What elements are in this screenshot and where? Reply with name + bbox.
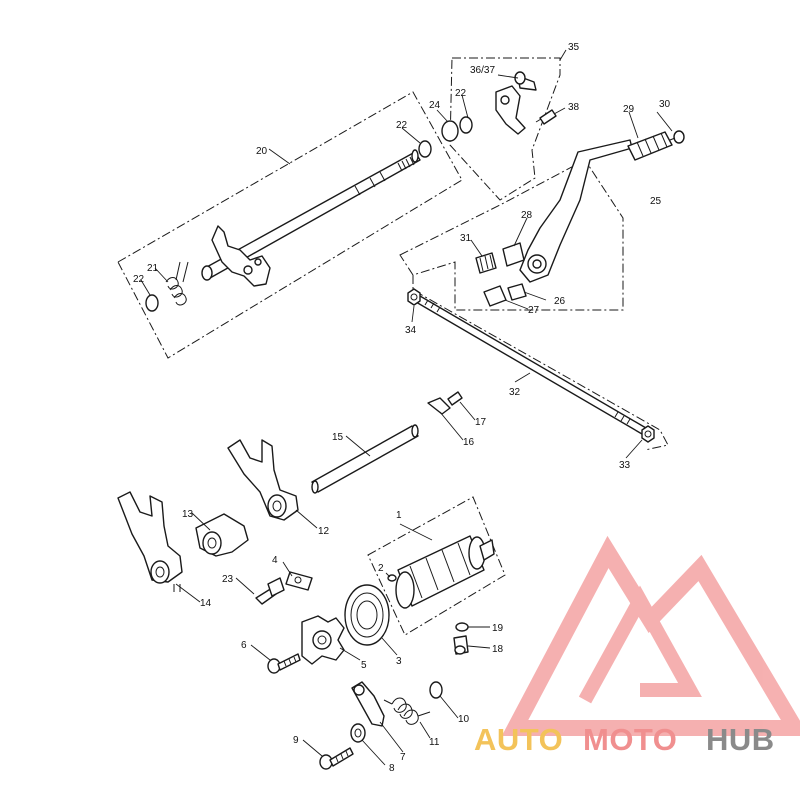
part-3-bearing	[344, 584, 390, 646]
callout-3: 3	[396, 656, 402, 667]
callout-27: 27	[528, 305, 540, 316]
callout-4: 4	[272, 555, 278, 566]
callout-18: 18	[492, 644, 504, 655]
callout-12: 12	[318, 526, 330, 537]
part-15-fork-rod	[311, 424, 419, 494]
part-8-washer	[350, 723, 366, 743]
part-21-spring	[165, 261, 189, 306]
brand-moto: MOTO	[583, 722, 677, 757]
group-outline-selector-shaft	[117, 91, 463, 359]
part-26-pin	[507, 283, 527, 301]
leader-lines	[140, 49, 673, 766]
callout-24: 24	[429, 100, 441, 111]
callout-36-37: 36/37	[470, 65, 495, 76]
callout-20: 20	[256, 146, 268, 157]
group-outline-pedal	[399, 159, 624, 311]
group-outline-linkage	[412, 275, 669, 451]
part-4-plate	[285, 571, 313, 591]
part-12-selector-fork	[227, 439, 299, 521]
part-17-screw	[447, 391, 463, 406]
part-1-selector-drum	[395, 535, 495, 609]
part-22-circlip-right	[418, 140, 432, 158]
callout-35: 35	[568, 42, 580, 53]
watermark-logo	[501, 535, 800, 736]
callout-22-arm: 22	[455, 88, 467, 99]
callout-33: 33	[619, 460, 631, 471]
part-27-bolt	[483, 285, 507, 307]
part-14-selector-fork	[117, 491, 183, 592]
part-34-nut	[407, 288, 421, 306]
callout-21: 21	[147, 263, 159, 274]
part-3637-pivot-pin	[514, 71, 537, 91]
callout-8: 8	[389, 763, 395, 774]
callout-9: 9	[293, 735, 299, 746]
part-22-circlip-arm	[459, 116, 473, 134]
callout-30: 30	[659, 99, 671, 110]
callout-2: 2	[378, 563, 384, 574]
callout-28: 28	[521, 210, 533, 221]
part-30-screw	[669, 130, 685, 144]
part-31-bush	[475, 252, 497, 274]
callout-19: 19	[492, 623, 504, 634]
part-32-linkage-rod	[415, 295, 647, 435]
callout-22-left: 22	[133, 274, 145, 285]
part-38-bolt	[535, 109, 557, 125]
part-5-detent-cam	[301, 615, 345, 665]
part-13-selector-fork	[195, 513, 249, 557]
callout-1: 1	[396, 510, 402, 521]
callout-25: 25	[650, 196, 662, 207]
callout-22-shaft: 22	[396, 120, 408, 131]
callout-31: 31	[460, 233, 472, 244]
part-6-bolt	[267, 653, 301, 674]
callout-34: 34	[405, 325, 417, 336]
part-20-selector-shaft	[201, 149, 421, 287]
part-10-washer	[429, 681, 443, 699]
part-33-nut	[641, 425, 655, 443]
callout-32: 32	[509, 387, 521, 398]
callout-26: 26	[554, 296, 566, 307]
callout-13: 13	[182, 509, 194, 520]
part-23-stud	[255, 577, 285, 605]
callout-29: 29	[623, 104, 635, 115]
part-25-gear-pedal	[519, 139, 633, 283]
part-9-bolt	[319, 747, 354, 770]
watermark-brand: AUTO MOTO HUB	[474, 722, 775, 757]
part-22-circlip-left	[145, 294, 159, 312]
callout-17: 17	[475, 417, 487, 428]
part-11-spring	[383, 697, 431, 725]
part-7-detent-arm	[351, 681, 385, 727]
callout-labels: 1 2 3 4 5 6 7 8 9 10 11 12 13 14 15 16 1…	[133, 42, 671, 774]
part-19-washer	[455, 622, 469, 632]
brand-hub: HUB	[706, 722, 775, 757]
group-outline-drum	[367, 496, 506, 636]
part-18-bolt	[453, 635, 469, 655]
callout-10: 10	[458, 714, 470, 725]
part-28-bush	[502, 242, 525, 267]
part-16-clip	[427, 397, 451, 415]
callout-14: 14	[200, 598, 212, 609]
part-35-shift-arm	[495, 85, 526, 135]
callout-15: 15	[332, 432, 344, 443]
callout-7: 7	[400, 752, 406, 763]
part-29-rubber	[627, 131, 673, 161]
callout-11: 11	[429, 737, 440, 748]
logo-inner-mark	[578, 585, 702, 704]
callout-6: 6	[241, 640, 247, 651]
callout-38: 38	[568, 102, 580, 113]
callout-5: 5	[361, 660, 367, 671]
logo-outer-triangle	[501, 535, 800, 736]
group-outline-shift-arm	[449, 57, 561, 201]
brand-auto: AUTO	[474, 722, 563, 757]
part-24-washer	[441, 120, 459, 142]
callout-23: 23	[222, 574, 234, 585]
callout-16: 16	[463, 437, 475, 448]
